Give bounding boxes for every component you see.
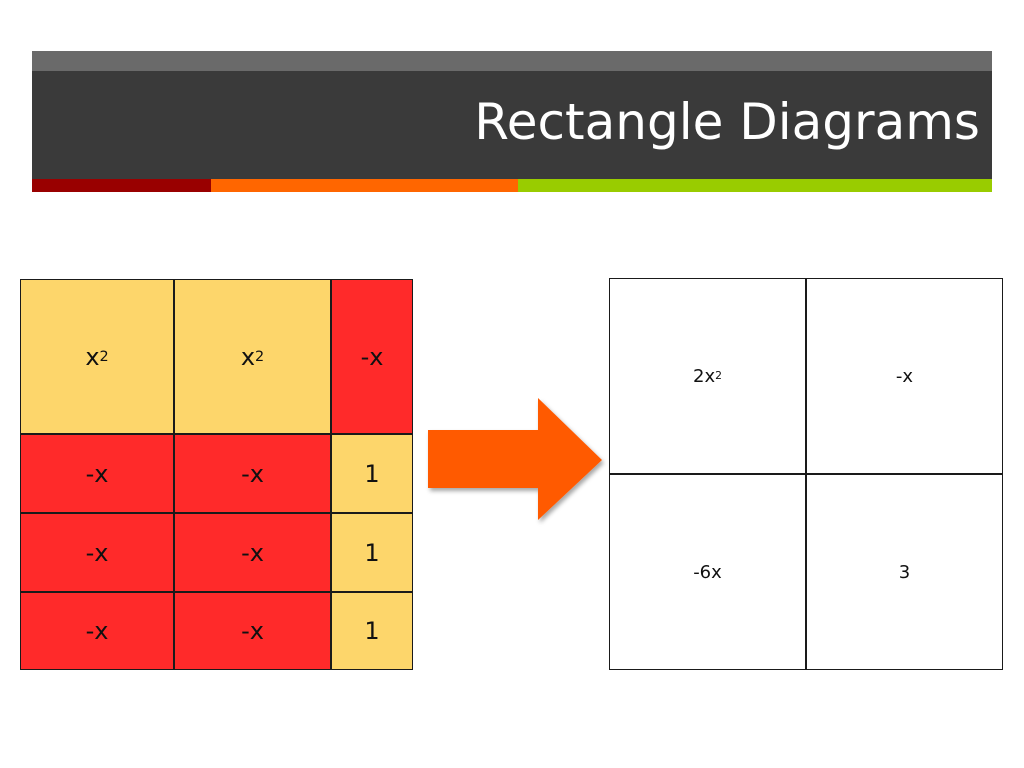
accent-stripe-green	[518, 179, 992, 192]
tile-neg-x: -x	[20, 513, 174, 592]
diagram-cell: -6x	[609, 474, 806, 670]
term-base: -x	[85, 617, 109, 645]
term-base: -x	[241, 538, 264, 567]
term-base: -x	[85, 538, 109, 567]
term-base: -x	[360, 342, 384, 371]
tile-neg-x: -x	[174, 434, 331, 513]
tile-one: 1	[331, 434, 413, 513]
tile-neg-x: -x	[331, 279, 413, 434]
tile-neg-x: -x	[20, 434, 174, 513]
slide-title: Rectangle Diagrams	[474, 93, 980, 151]
term-base: 3	[898, 561, 911, 583]
tile-neg-x: -x	[174, 592, 331, 670]
term-base: x	[85, 342, 100, 371]
right-arrow-icon	[428, 398, 602, 520]
tile-one: 1	[331, 513, 413, 592]
tile-neg-x: -x	[174, 513, 331, 592]
term-base: x	[240, 342, 256, 371]
term-base: -x	[85, 459, 109, 488]
term-base: 1	[364, 617, 380, 645]
diagram-cell: -x	[806, 278, 1003, 474]
title-banner: Rectangle Diagrams	[32, 51, 992, 192]
diagram-cell: 3	[806, 474, 1003, 670]
title-banner-top-band	[32, 51, 992, 71]
accent-stripe-orange	[211, 179, 518, 192]
term-base: 2x	[693, 365, 716, 387]
tile-neg-x: -x	[20, 592, 174, 670]
tile-one: 1	[331, 592, 413, 670]
term-base: -6x	[693, 561, 722, 583]
title-banner-main: Rectangle Diagrams	[32, 71, 992, 179]
term-base: -x	[241, 459, 264, 488]
term-base: 1	[364, 459, 380, 488]
term-base: 1	[364, 538, 380, 567]
term-base: -x	[241, 617, 264, 645]
accent-stripe-red	[32, 179, 211, 192]
term-base: -x	[895, 365, 914, 387]
